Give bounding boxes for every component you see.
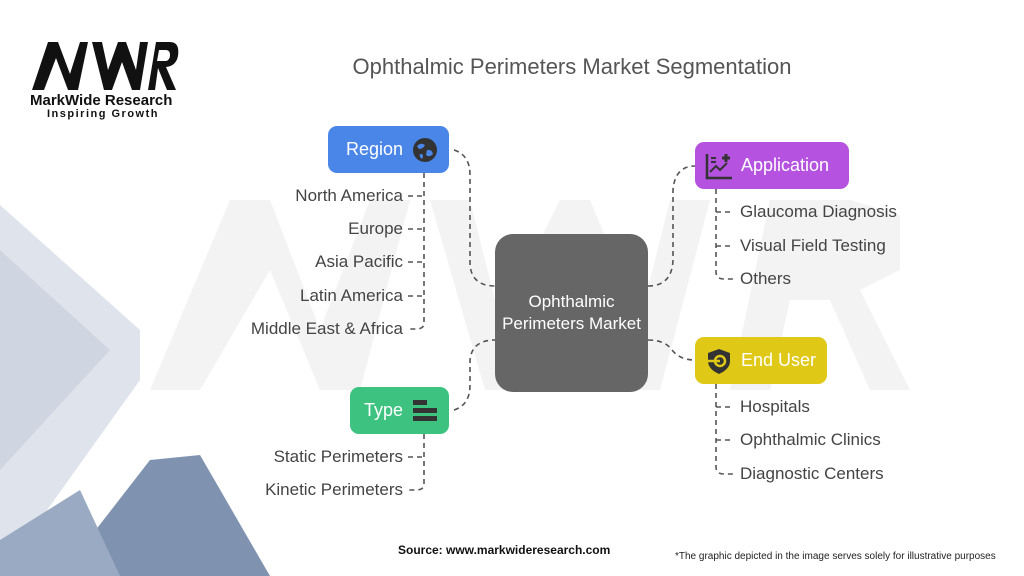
end-user-item: Ophthalmic Clinics [740,430,881,449]
end-user-item: Hospitals [740,397,810,416]
region-item: Asia Pacific [315,252,403,271]
region-item: Latin America [300,286,403,305]
application-item: Glaucoma Diagnosis [740,202,897,221]
type-item: Kinetic Perimeters [265,480,403,499]
application-item: Visual Field Testing [740,236,886,255]
end-user-label: End User [741,350,817,370]
logo-tagline: Inspiring Growth [47,108,159,120]
shield-enter-icon [706,348,730,374]
type-label: Type [364,400,404,420]
region-label: Region [346,139,404,159]
type-item: Static Perimeters [273,447,403,466]
region-item: Europe [348,219,403,238]
disclaimer-text: *The graphic depicted in the image serve… [675,551,996,562]
source-text: Source: www.markwideresearch.com [398,543,611,557]
region-item: North America [295,186,403,205]
center-node: Ophthalmic Perimeters Market [495,234,648,392]
logo-mark [32,42,179,90]
bars-icon [413,399,438,421]
region-node: Region [328,126,449,173]
logo-name: MarkWide Research [30,92,173,109]
application-item: Others [740,269,792,288]
application-label: Application [741,155,830,175]
end-user-item: Diagnostic Centers [740,464,884,483]
chart-plus-icon [705,153,732,179]
application-node: Application [695,142,849,189]
globe-icon [413,137,438,162]
region-item: Middle East & Africa [250,319,403,338]
page-title: Ophthalmic Perimeters Market Segmentatio… [352,54,792,79]
end-user-node: End User [695,337,827,384]
type-node: Type [350,387,449,434]
